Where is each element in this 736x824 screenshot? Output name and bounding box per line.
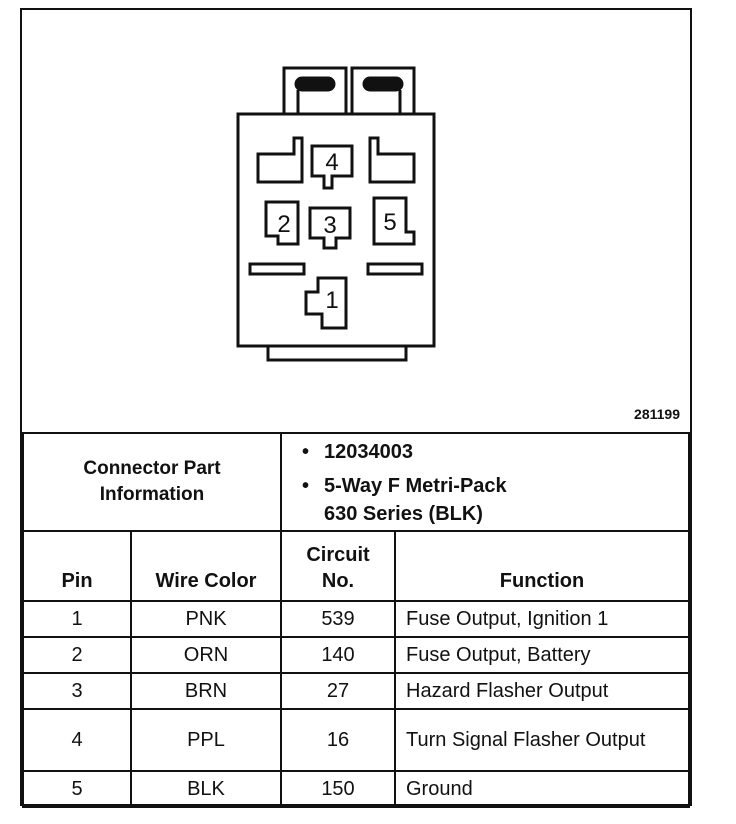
- cavity-1: [304, 276, 348, 330]
- connector-base-lip: [266, 344, 408, 362]
- table-header: Pin Wire Color Circuit No. Function: [22, 530, 690, 602]
- table-row: 1 PNK 539 Fuse Output, Ignition 1: [22, 600, 690, 638]
- header-pin: Pin: [22, 530, 132, 602]
- left-corner-key: [256, 136, 304, 184]
- cavity-4: [310, 144, 354, 190]
- table-row: 3 BRN 27 Hazard Flasher Output: [22, 672, 690, 710]
- connector-description: •5-Way F Metri-Pack: [302, 475, 507, 497]
- header-circuit: Circuit No.: [280, 530, 396, 602]
- latch-tabs: [282, 66, 416, 118]
- cavity-label-5: 5: [383, 209, 396, 236]
- table-row: 5 BLK 150 Ground: [22, 770, 690, 808]
- connector-drawing: 4 3 2 5 1: [236, 66, 436, 362]
- cavity-label-4: 4: [325, 149, 338, 176]
- table-row: 4 PPL 16 Turn Signal Flasher Output: [22, 708, 690, 772]
- header-wire-color: Wire Color: [130, 530, 282, 602]
- left-slot: [248, 262, 306, 276]
- cavity-5: [372, 196, 416, 246]
- connector-sheet: 4 3 2 5 1 281199 Connector Part Informat…: [20, 8, 692, 808]
- cavity-3: [308, 206, 352, 250]
- right-slot: [366, 262, 424, 276]
- pinout-table: Connector Part Information •12034003 •5-…: [22, 432, 690, 808]
- connector-series: 630 Series (BLK): [324, 503, 483, 525]
- header-function: Function: [394, 530, 690, 602]
- connector-info-label: Connector Part Information: [22, 432, 282, 532]
- cavity-2: [264, 200, 300, 246]
- table-row: 2 ORN 140 Fuse Output, Battery: [22, 636, 690, 674]
- connector-info-row: Connector Part Information •12034003 •5-…: [22, 432, 690, 532]
- right-corner-key: [368, 136, 416, 184]
- cavity-label-2: 2: [277, 211, 290, 238]
- figure-number: 281199: [634, 406, 680, 422]
- cavity-label-1: 1: [325, 287, 338, 314]
- part-number: •12034003: [302, 441, 413, 463]
- cavity-label-3: 3: [323, 212, 336, 239]
- connector-info-list: •12034003 •5-Way F Metri-Pack 630 Series…: [280, 432, 690, 532]
